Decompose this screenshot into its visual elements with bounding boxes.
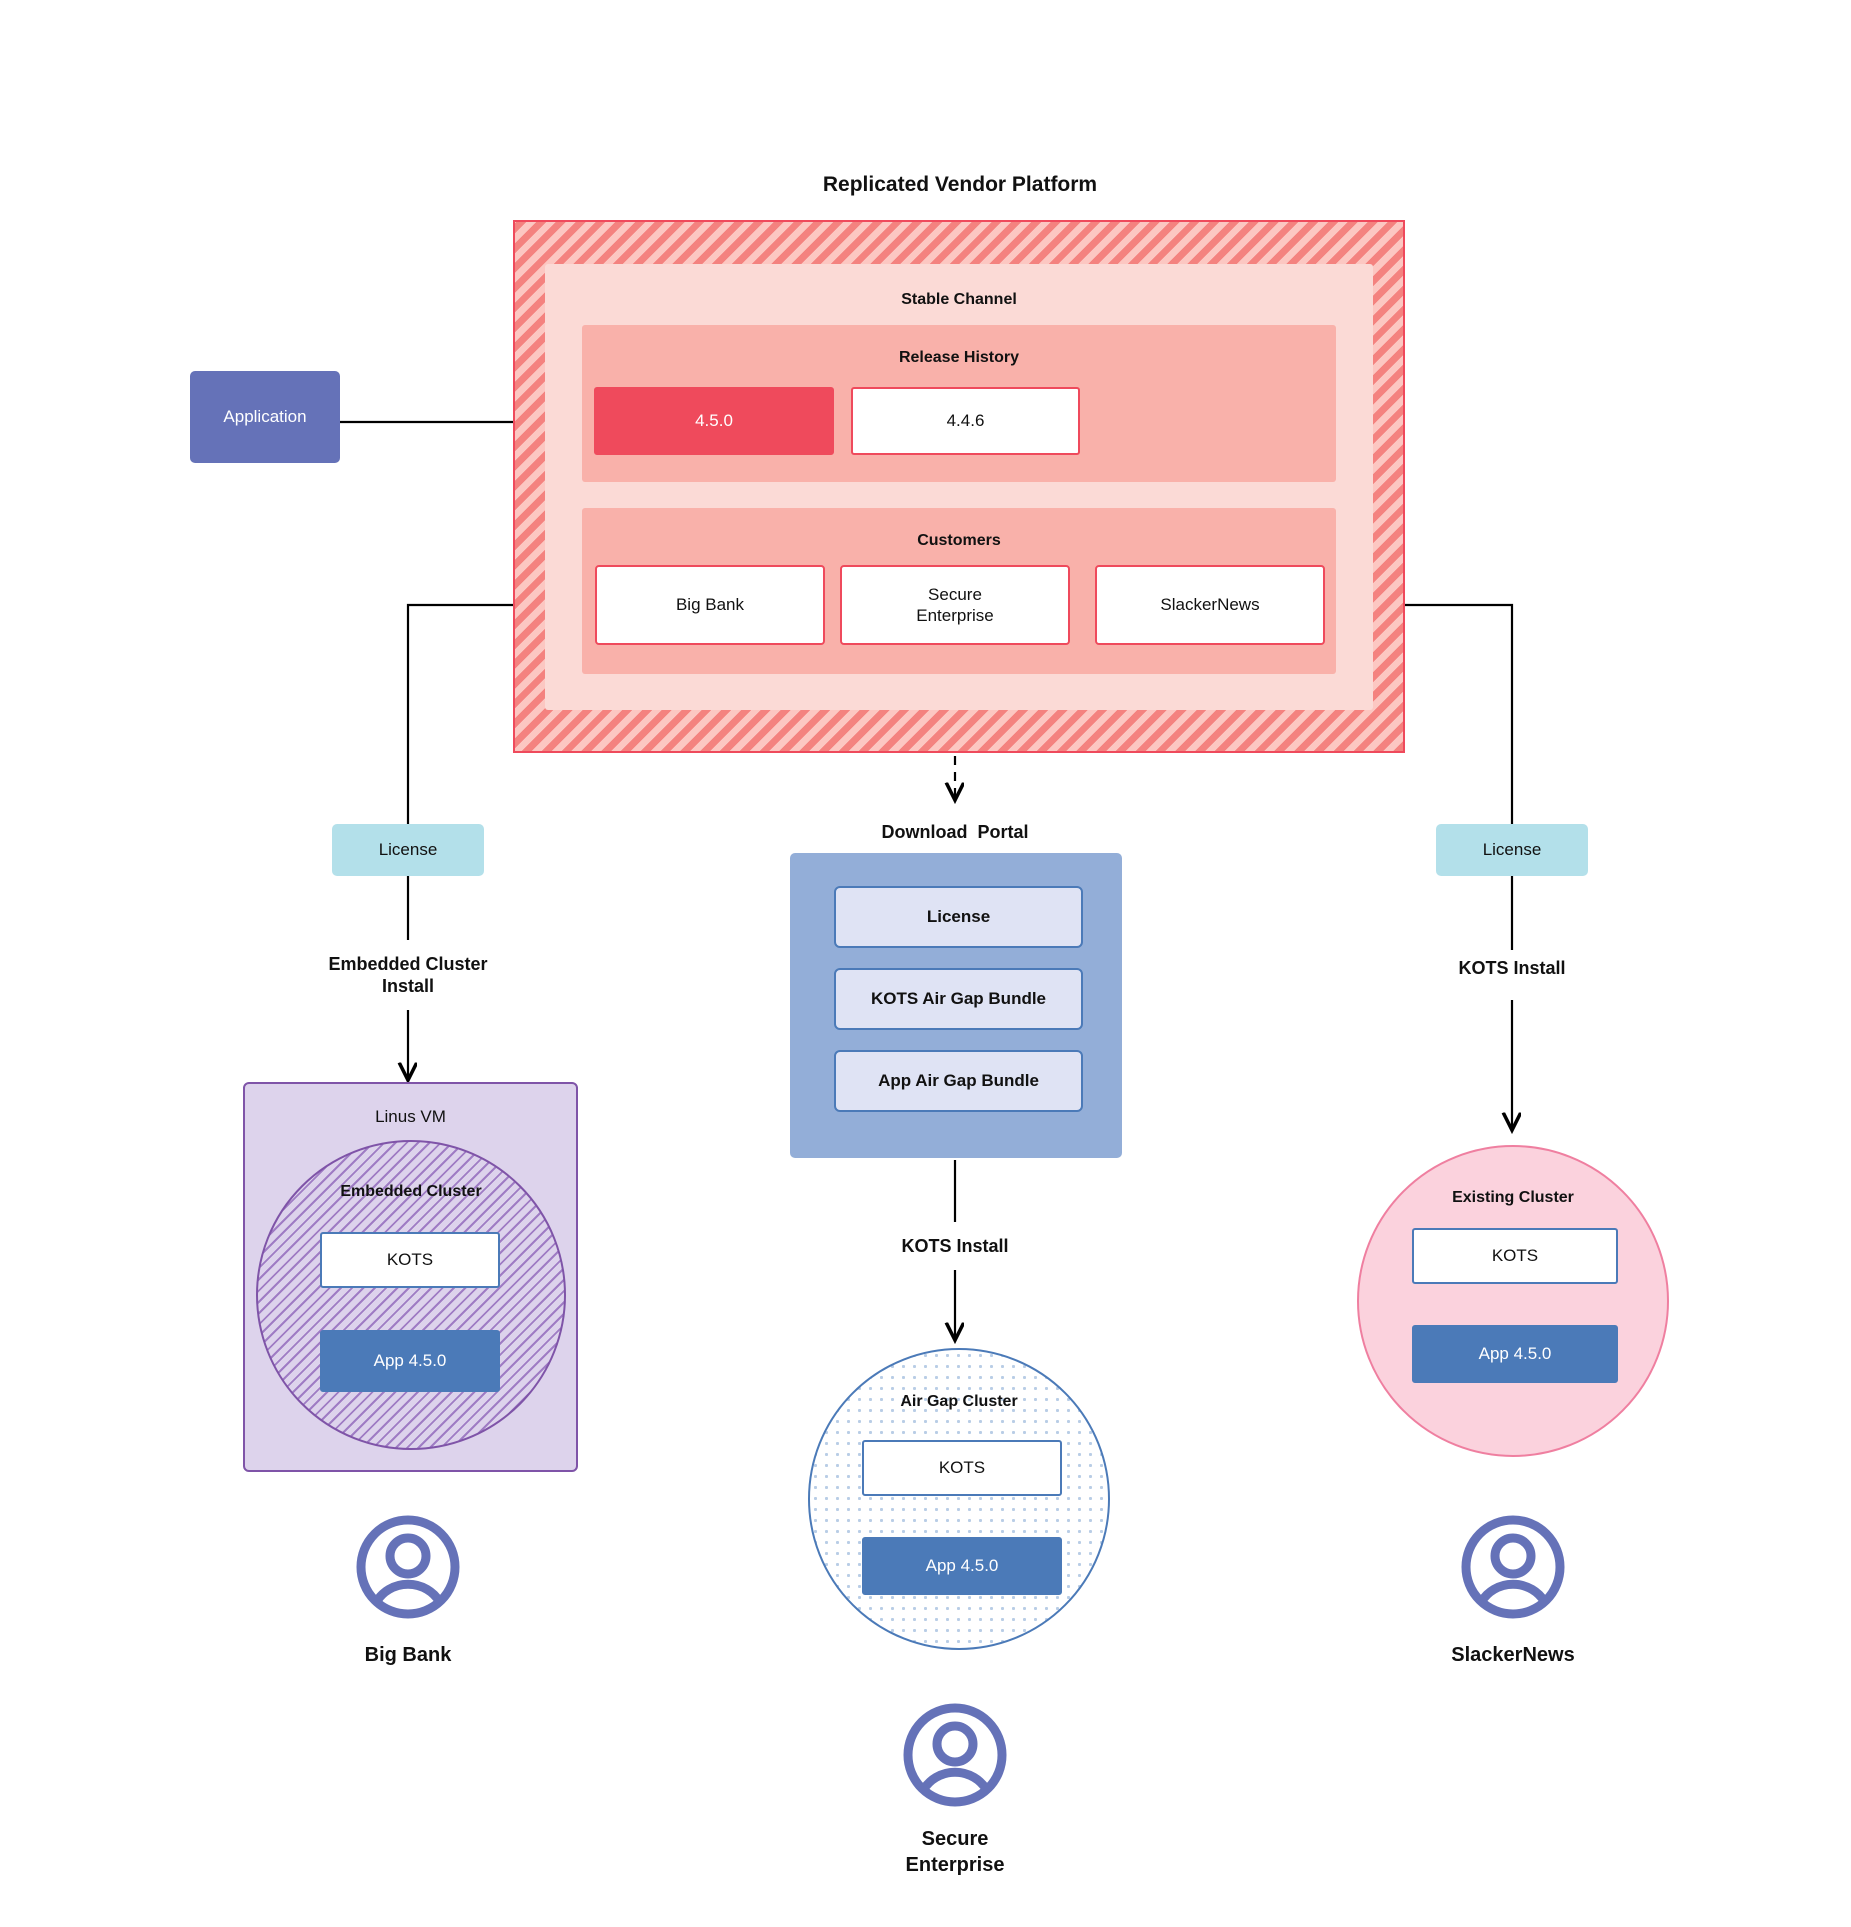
kots-box-center[interactable]: KOTS: [862, 1440, 1062, 1496]
customer-chip-big-bank[interactable]: Big Bank: [595, 565, 825, 645]
customer-label-big-bank: Big Bank: [364, 1644, 452, 1666]
customer-label-secure-enterprise: Secure Enterprise: [905, 1828, 1005, 1876]
customers-title: Customers: [917, 532, 1001, 549]
customer-label-slackernews: SlackerNews: [1451, 1644, 1575, 1666]
app-version-box-right[interactable]: App 4.5.0: [1412, 1325, 1618, 1383]
portal-item-kots-air-gap-bundle[interactable]: KOTS Air Gap Bundle: [834, 968, 1083, 1030]
existing-cluster-title: Existing Cluster: [1452, 1189, 1574, 1206]
stable-channel-title: Stable Channel: [901, 291, 1017, 308]
kots-box-left[interactable]: KOTS: [320, 1232, 500, 1288]
release-chip-current[interactable]: 4.5.0: [594, 387, 834, 455]
user-avatar-icon-big-bank: [355, 1514, 461, 1620]
customer-chip-slackernews[interactable]: SlackerNews: [1095, 565, 1325, 645]
kots-box-right[interactable]: KOTS: [1412, 1228, 1618, 1284]
air-gap-cluster-circle: [808, 1348, 1110, 1650]
release-history-title: Release History: [898, 349, 1020, 366]
embedded-cluster-circle: [256, 1140, 566, 1450]
linux-vm-title: Linus VM: [375, 1107, 446, 1127]
existing-cluster-circle: [1357, 1145, 1669, 1457]
page-title: Replicated Vendor Platform: [822, 172, 1098, 196]
app-version-box-center[interactable]: App 4.5.0: [862, 1537, 1062, 1595]
embedded-cluster-title: Embedded Cluster: [340, 1183, 482, 1200]
license-chip-right[interactable]: License: [1436, 824, 1588, 876]
release-chip-previous[interactable]: 4.4.6: [851, 387, 1080, 455]
user-avatar-icon-slackernews: [1460, 1514, 1566, 1620]
embedded-cluster-install-label: Embedded Cluster Install: [328, 953, 488, 997]
license-chip-left[interactable]: License: [332, 824, 484, 876]
portal-item-app-air-gap-bundle[interactable]: App Air Gap Bundle: [834, 1050, 1083, 1112]
application-node[interactable]: Application: [190, 371, 340, 463]
user-avatar-icon-secure-enterprise: [902, 1702, 1008, 1808]
kots-install-label-right: KOTS Install: [1458, 957, 1566, 978]
download-portal-title: Download Portal: [881, 821, 1029, 842]
kots-install-label-center: KOTS Install: [901, 1235, 1009, 1256]
customer-chip-secure-enterprise[interactable]: Secure Enterprise: [840, 565, 1070, 645]
portal-item-license[interactable]: License: [834, 886, 1083, 948]
air-gap-cluster-title: Air Gap Cluster: [900, 1393, 1018, 1410]
app-version-box-left[interactable]: App 4.5.0: [320, 1330, 500, 1392]
